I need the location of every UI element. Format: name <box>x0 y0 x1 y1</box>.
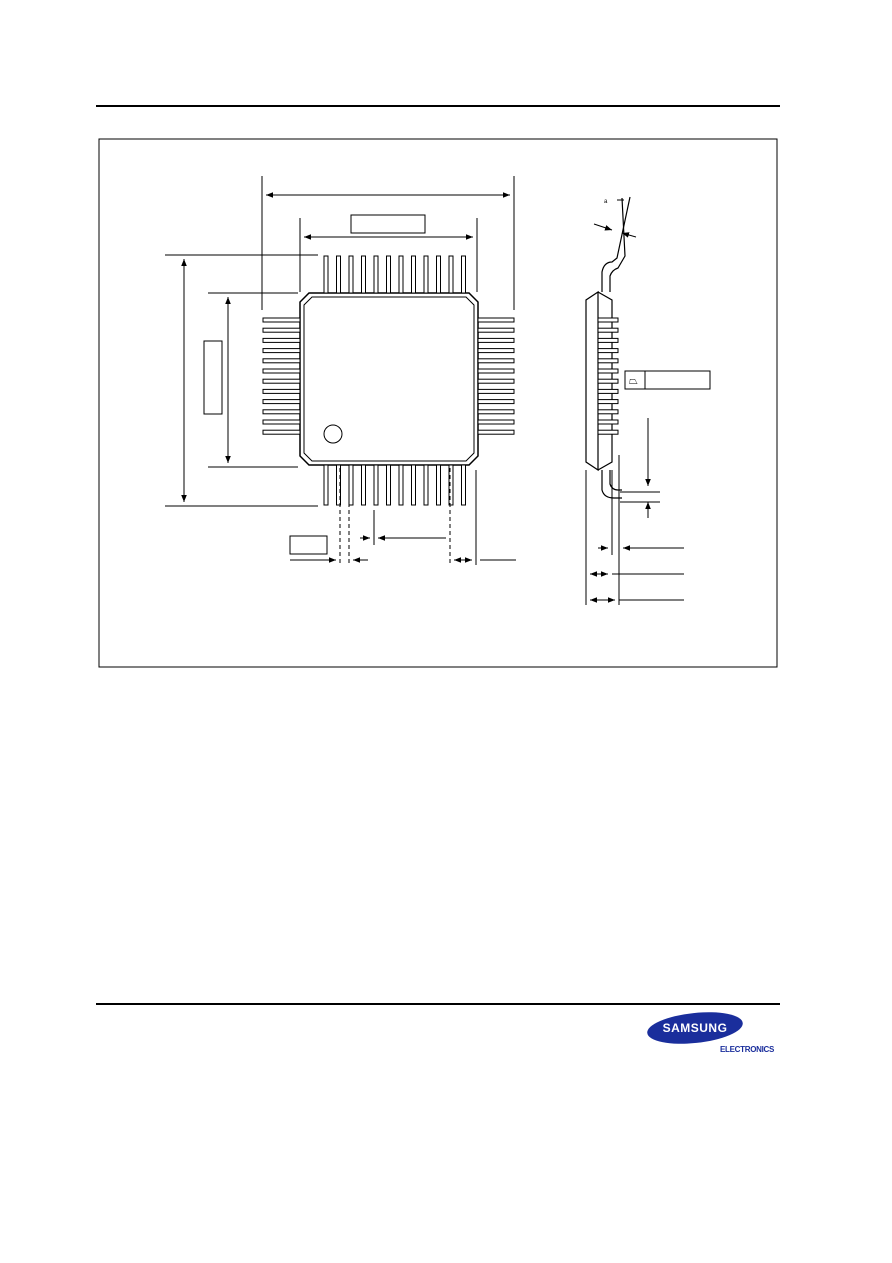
side-lead <box>597 388 619 394</box>
logo-brand-text: SAMSUNG <box>662 1021 728 1035</box>
logo-division-text: ELECTRONICS <box>720 1045 775 1054</box>
pin-top <box>386 255 391 294</box>
figure-frame <box>98 138 778 668</box>
header-rule <box>96 105 780 107</box>
side-body <box>585 290 599 472</box>
pin-right <box>477 348 515 354</box>
pin-bottom <box>436 464 441 506</box>
pin-top <box>398 255 404 294</box>
pin-top <box>336 255 341 294</box>
top-view <box>165 176 516 565</box>
pin-right <box>477 399 515 405</box>
pin-right <box>477 317 515 323</box>
pin-bottom <box>448 464 454 506</box>
side-lead <box>597 399 619 405</box>
pin1-marker <box>323 424 343 444</box>
pin-left <box>262 429 301 435</box>
side-lead <box>597 409 619 415</box>
svg-text:a: a <box>604 199 608 205</box>
pin-right <box>477 368 515 374</box>
side-lead <box>597 337 619 343</box>
side-lead <box>597 358 619 364</box>
side-lead <box>597 317 619 323</box>
pin-left <box>262 358 301 364</box>
pin-bottom <box>373 464 379 506</box>
package-body <box>299 292 479 466</box>
pin-left <box>262 409 301 415</box>
pin-right <box>477 409 515 415</box>
pin-left <box>262 378 301 384</box>
pin-top <box>348 255 354 294</box>
side-lead <box>597 368 619 374</box>
package-body-inner <box>303 296 475 462</box>
side-lead <box>597 378 619 384</box>
pin-bottom <box>461 464 466 506</box>
logo-ellipse <box>647 1012 743 1044</box>
flatness-box <box>624 370 711 390</box>
pin-group <box>262 255 515 506</box>
pin-right <box>477 337 515 343</box>
pin-top <box>323 255 329 294</box>
pin-bottom <box>398 464 404 506</box>
pin-right <box>477 327 515 333</box>
pin-left <box>262 368 301 374</box>
pin-top <box>411 255 416 294</box>
side-lead-group <box>597 317 619 435</box>
side-view: a <box>585 196 711 605</box>
pin-top <box>436 255 441 294</box>
pin-top <box>423 255 429 294</box>
dimension-box-top <box>350 214 426 234</box>
pin-right <box>477 429 515 435</box>
pin-left <box>262 348 301 354</box>
pin-right <box>477 358 515 364</box>
pin-left <box>262 388 301 394</box>
pin-top <box>361 255 366 294</box>
dimension-box-left <box>203 340 223 415</box>
side-lead <box>597 327 619 333</box>
lead-top <box>601 196 631 292</box>
pin-right <box>477 378 515 384</box>
pin-bottom <box>348 464 354 506</box>
pin-bottom <box>361 464 366 506</box>
samsung-logo: SAMSUNG <box>646 1011 744 1045</box>
pin-top <box>373 255 379 294</box>
footer-rule <box>96 1003 780 1005</box>
pin-right <box>477 388 515 394</box>
flatness-symbol: ⏢ <box>629 374 638 387</box>
pin-bottom <box>323 464 329 506</box>
pin-top <box>448 255 454 294</box>
pin-bottom <box>386 464 391 506</box>
pin-bottom <box>423 464 429 506</box>
pin-top <box>461 255 466 294</box>
pin-left <box>262 327 301 333</box>
pin-left <box>262 337 301 343</box>
side-lead <box>597 348 619 354</box>
side-lead <box>597 429 619 435</box>
pin-left <box>262 399 301 405</box>
side-lead <box>597 419 619 425</box>
pin-left <box>262 419 301 425</box>
pin-left <box>262 317 301 323</box>
pin-bottom <box>411 464 416 506</box>
dimension-box-bottom <box>289 535 328 555</box>
lead-bottom <box>601 470 622 499</box>
pin-right <box>477 419 515 425</box>
